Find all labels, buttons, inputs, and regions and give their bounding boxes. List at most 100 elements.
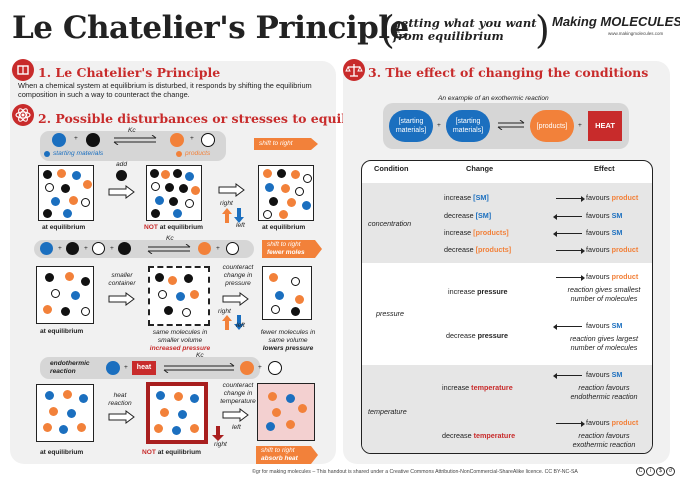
row1-label-not: NOT at equilibrium xyxy=(144,224,203,231)
effect-arrow xyxy=(556,274,585,282)
plus-sign: + xyxy=(258,364,262,371)
row3-dir-left: left xyxy=(232,424,241,431)
sa-icon: ↺ xyxy=(666,467,675,476)
equilibrium-arrows-icon xyxy=(147,244,191,254)
row3-dir-right: right xyxy=(214,441,227,448)
row2-updown-arrows-icon xyxy=(222,315,244,330)
plus-sign: + xyxy=(58,245,62,252)
row3-arrow-icon xyxy=(108,410,135,424)
table-effect: favours product xyxy=(586,193,639,202)
sm-dot xyxy=(66,242,79,255)
legend-products: products xyxy=(185,150,211,157)
effect-arrow xyxy=(556,420,585,428)
row1-shift-tag: shift to right xyxy=(254,138,318,150)
legend-sm: starting materials xyxy=(53,150,104,157)
plus-sign: + xyxy=(84,245,88,252)
row3-arrow2-icon xyxy=(222,408,249,422)
effect-arrow xyxy=(553,372,582,380)
close-paren: ) xyxy=(535,8,550,52)
row1-dir-left: left xyxy=(236,222,245,229)
cc-icon: C xyxy=(636,467,645,476)
row3-box-heated xyxy=(146,382,208,444)
nc-icon: $ xyxy=(656,467,665,476)
keq-label: Kc xyxy=(196,352,204,359)
add-arrow-icon xyxy=(108,185,135,199)
plus-sign: + xyxy=(74,135,78,142)
th-effect: Effect xyxy=(594,164,615,173)
table-effect: favours product xyxy=(586,245,639,254)
effect-arrow xyxy=(553,213,582,221)
legend-product-dot xyxy=(176,151,182,157)
product-dot xyxy=(201,133,215,147)
oval-starting-materials-1: [starting materials] xyxy=(389,110,433,142)
plus-sign: + xyxy=(437,122,441,129)
keq-label: Kc xyxy=(166,235,174,242)
th-condition: Condition xyxy=(374,164,409,173)
row2-box-compressed xyxy=(148,266,210,326)
table-effect: favours product xyxy=(586,418,639,427)
effect-arrow xyxy=(556,247,585,255)
section2-heading: 2. Possible disturbances or stresses to … xyxy=(38,111,379,126)
table-row: increase [SM] xyxy=(444,193,489,202)
row1-arrow-icon xyxy=(218,183,245,197)
table-row: increase [products] xyxy=(444,228,509,237)
subtitle-line-1: getting what you want xyxy=(393,16,537,30)
footer-licence: ©gr for making molecules – This handout … xyxy=(252,469,578,475)
plus-sign: + xyxy=(216,245,220,252)
row1-dir-right: right xyxy=(220,200,233,207)
table-row: decrease pressure xyxy=(446,331,508,340)
row1-equation-bar xyxy=(40,131,226,161)
conditions-table: Condition Change Effect concentration in… xyxy=(361,160,653,454)
row1-label-left: at equilibrium xyxy=(42,224,86,231)
added-sm-dot xyxy=(116,170,127,181)
row2-dir-right: right xyxy=(218,308,231,315)
row3-label-not: NOT at equilibrium xyxy=(142,449,201,456)
table-row: increase pressure xyxy=(448,287,508,296)
table-row: decrease temperature xyxy=(442,431,516,440)
sm-dot xyxy=(52,133,66,147)
brand-url: www.makingmolecules.com xyxy=(608,31,664,36)
row3-label-left: at equilibrium xyxy=(40,449,84,456)
row1-box-equilibrium xyxy=(38,165,94,221)
keq-label: Kc xyxy=(128,127,136,134)
example-caption: An example of an exothermic reaction xyxy=(438,95,549,102)
effect-arrow xyxy=(553,230,582,238)
th-change: Change xyxy=(466,164,494,173)
effect-arrow xyxy=(553,323,582,331)
table-row: increase temperature xyxy=(442,383,513,392)
row3-down-arrow-icon xyxy=(212,426,224,441)
condition-pressure: pressure xyxy=(376,309,404,318)
effect-arrow xyxy=(556,195,585,203)
oval-products: [products] xyxy=(530,110,574,142)
row2-arrow-icon xyxy=(108,292,135,306)
condition-concentration: concentration xyxy=(368,219,412,228)
equilibrium-arrows-icon xyxy=(497,120,525,130)
table-effect: favours SM xyxy=(586,228,623,237)
product-dot xyxy=(198,242,211,255)
condition-temperature: temperature xyxy=(368,407,407,416)
equilibrium-arrows-icon xyxy=(163,363,235,373)
product-dot xyxy=(170,133,184,147)
sm-dot xyxy=(106,361,120,375)
row2-dir-left: left xyxy=(236,322,245,329)
oval-starting-materials-2: [starting materials] xyxy=(446,110,490,142)
row1-box-not-equilibrium xyxy=(146,165,202,221)
row2-box-fewer xyxy=(262,266,312,320)
heat-box: HEAT xyxy=(588,111,622,141)
row1-box-equilibrium-new xyxy=(258,165,314,221)
table-effect: favours product xyxy=(586,272,639,281)
plus-sign: + xyxy=(110,245,114,252)
legend-sm-dot xyxy=(44,151,50,157)
